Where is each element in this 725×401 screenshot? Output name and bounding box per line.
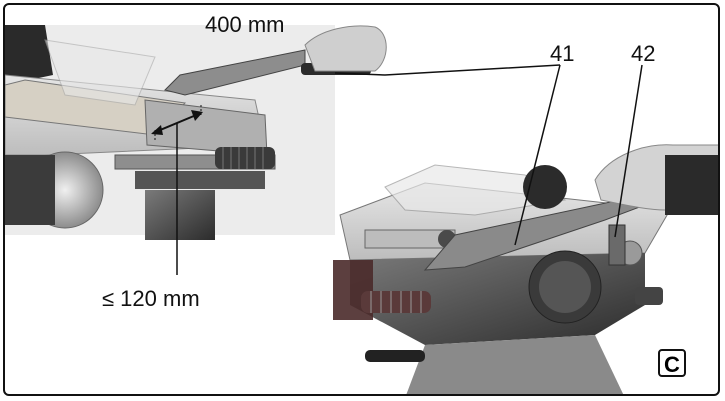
callout-42: 42	[631, 41, 656, 66]
motor-vent	[539, 261, 591, 313]
callout-41: 41	[550, 41, 575, 66]
saw-base	[406, 335, 624, 394]
left-closeup	[5, 25, 387, 275]
callout-lines	[334, 64, 643, 246]
handle-bar	[365, 350, 425, 362]
workpiece	[5, 79, 187, 136]
hand-left	[304, 25, 387, 72]
push-stick-holder	[608, 224, 626, 266]
lower-housing-left	[145, 190, 215, 240]
sleeve-right	[665, 155, 718, 215]
blade-guard-left	[5, 25, 53, 85]
length-label: 400 mm	[205, 12, 285, 37]
blade-guard-right	[523, 165, 567, 209]
lower-left-body	[5, 155, 55, 225]
leader-41-right	[514, 64, 561, 246]
figure-letter-badge: C	[658, 349, 686, 377]
leader-42	[614, 64, 643, 238]
knurled-knob-right	[361, 291, 431, 313]
knurled-knob-left	[215, 147, 275, 169]
blade-cover	[44, 39, 156, 106]
blade-cover-right	[384, 164, 567, 216]
width-label: ≤ 120 mm	[102, 286, 200, 311]
figure-frame: 400 mm ≤ 120 mm 41 42 C	[3, 3, 720, 396]
side-knob	[635, 287, 663, 305]
leader-41-left	[334, 64, 561, 76]
front-body	[135, 171, 265, 189]
illustration	[5, 25, 718, 394]
right-saw	[333, 144, 718, 394]
